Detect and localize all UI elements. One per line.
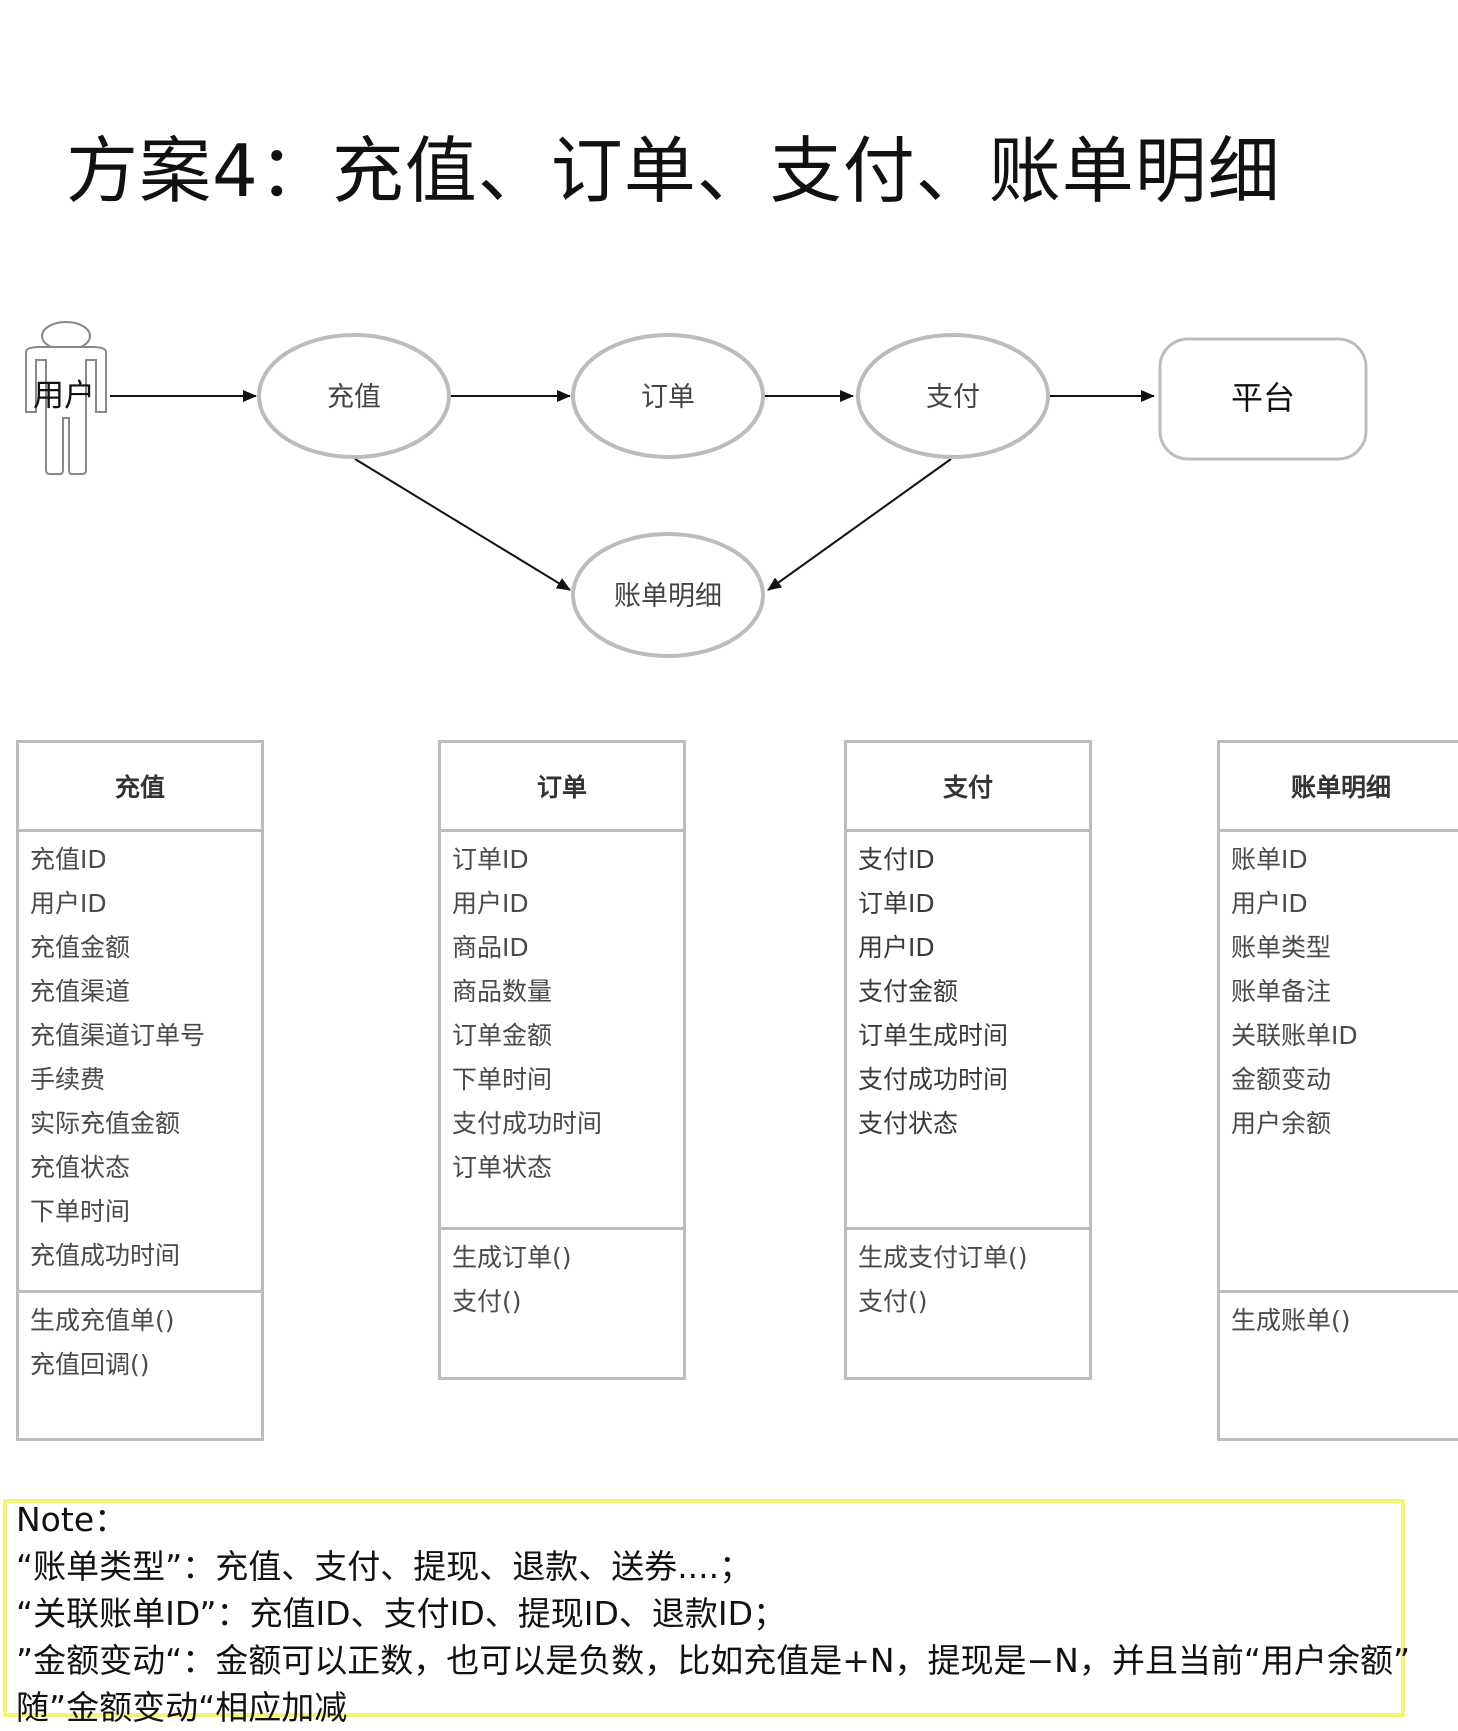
method-item: 生成账单() — [1231, 1306, 1351, 1335]
attribute-item: 金额变动 — [1231, 1065, 1332, 1094]
note-line: “关联账单ID”：充值ID、支付ID、提现ID、退款ID； — [16, 1594, 787, 1633]
attribute-item: 支付成功时间 — [858, 1065, 1009, 1094]
node-order-label: 订单 — [641, 382, 695, 413]
node-bill: 账单明细 — [571, 532, 765, 658]
class-methods: 生成充值单() 充值回调() — [19, 1293, 261, 1387]
method-item: 支付() — [452, 1287, 522, 1316]
class-methods: 生成账单() — [1220, 1293, 1458, 1343]
method-item: 生成充值单() — [30, 1306, 175, 1335]
node-payment: 支付 — [856, 333, 1050, 459]
note-line: “账单类型”：充值、支付、提现、退款、送券....； — [16, 1547, 753, 1586]
arrow-payment-to-bill — [767, 458, 952, 591]
attribute-item: 充值金额 — [30, 933, 131, 962]
attribute-item: 下单时间 — [452, 1065, 553, 1094]
attribute-item: 订单生成时间 — [858, 1021, 1009, 1050]
note-line: 随”金额变动“相应加减 — [16, 1688, 348, 1727]
attribute-item: 支付ID — [858, 845, 935, 874]
note-line: ”金额变动“：金额可以正数，也可以是负数，比如充值是+N，提现是−N，并且当前“… — [16, 1641, 1411, 1680]
class-methods: 生成订单() 支付() — [441, 1230, 683, 1324]
attribute-item: 订单金额 — [452, 1021, 553, 1050]
class-header: 充值 — [19, 743, 261, 832]
flow-diagram: 用户 充值 订单 支付 平台 账单明细 — [25, 321, 1368, 658]
class-header: 订单 — [441, 743, 683, 832]
class-attributes: 充值ID 用户ID 充值金额 充值渠道 充值渠道订单号 手续费 实际充值金额 充… — [19, 832, 261, 1293]
attribute-item: 账单备注 — [1231, 977, 1332, 1006]
method-item: 充值回调() — [30, 1350, 150, 1379]
attribute-item: 充值状态 — [30, 1153, 131, 1182]
actor-label: 用户 — [33, 378, 95, 414]
attribute-item: 订单ID — [452, 845, 529, 874]
attribute-item: 用户余额 — [1231, 1109, 1332, 1138]
attribute-item: 支付金额 — [858, 977, 959, 1006]
method-item: 支付() — [858, 1287, 928, 1316]
node-platform-label: 平台 — [1231, 379, 1295, 417]
attribute-item: 用户ID — [452, 889, 529, 918]
attribute-item: 订单状态 — [452, 1153, 553, 1182]
node-recharge: 充值 — [257, 333, 451, 459]
class-header: 账单明细 — [1220, 743, 1458, 832]
node-order: 订单 — [571, 333, 765, 459]
note-line: Note： — [16, 1500, 128, 1539]
class-box-bill: 账单明细 账单ID 用户ID 账单类型 账单备注 关联账单ID 金额变动 用户余… — [1217, 740, 1458, 1441]
attribute-item: 手续费 — [30, 1065, 106, 1094]
method-item: 生成支付订单() — [858, 1243, 1028, 1272]
node-bill-label: 账单明细 — [614, 581, 722, 612]
attribute-item: 用户ID — [30, 889, 107, 918]
attribute-item: 下单时间 — [30, 1197, 131, 1226]
class-methods: 生成支付订单() 支付() — [847, 1230, 1089, 1324]
node-recharge-label: 充值 — [327, 382, 381, 413]
node-payment-label: 支付 — [926, 382, 980, 413]
attribute-item: 商品ID — [452, 933, 529, 962]
page-title: 方案4：充值、订单、支付、账单明细 — [66, 129, 1281, 213]
class-box-payment: 支付 支付ID 订单ID 用户ID 支付金额 订单生成时间 支付成功时间 支付状… — [844, 740, 1092, 1380]
attribute-item: 支付状态 — [858, 1109, 959, 1138]
attribute-item: 关联账单ID — [1231, 1021, 1358, 1050]
class-attributes: 订单ID 用户ID 商品ID 商品数量 订单金额 下单时间 支付成功时间 订单状… — [441, 832, 683, 1230]
class-attributes: 账单ID 用户ID 账单类型 账单备注 关联账单ID 金额变动 用户余额 — [1220, 832, 1458, 1293]
class-attributes: 支付ID 订单ID 用户ID 支付金额 订单生成时间 支付成功时间 支付状态 — [847, 832, 1089, 1230]
attribute-item: 充值渠道订单号 — [30, 1021, 206, 1050]
note-box: Note： “账单类型”：充值、支付、提现、退款、送券....； “关联账单ID… — [3, 1499, 1411, 1727]
attribute-item: 商品数量 — [452, 977, 553, 1006]
attribute-item: 用户ID — [858, 933, 935, 962]
attribute-item: 订单ID — [858, 889, 935, 918]
attribute-item: 账单ID — [1231, 845, 1308, 874]
arrow-recharge-to-bill — [354, 458, 571, 591]
attribute-item: 用户ID — [1231, 889, 1308, 918]
attribute-item: 充值ID — [30, 845, 107, 874]
attribute-item: 账单类型 — [1231, 933, 1332, 962]
class-box-recharge: 充值 充值ID 用户ID 充值金额 充值渠道 充值渠道订单号 手续费 实际充值金… — [16, 740, 264, 1441]
actor-figure-icon — [25, 321, 107, 475]
attribute-item: 充值成功时间 — [30, 1241, 181, 1270]
method-item: 生成订单() — [452, 1243, 572, 1272]
class-box-order: 订单 订单ID 用户ID 商品ID 商品数量 订单金额 下单时间 支付成功时间 … — [438, 740, 686, 1380]
node-platform: 平台 — [1158, 337, 1368, 461]
attribute-item: 支付成功时间 — [452, 1109, 603, 1138]
attribute-item: 充值渠道 — [30, 977, 131, 1006]
attribute-item: 实际充值金额 — [30, 1109, 181, 1138]
class-header: 支付 — [847, 743, 1089, 832]
